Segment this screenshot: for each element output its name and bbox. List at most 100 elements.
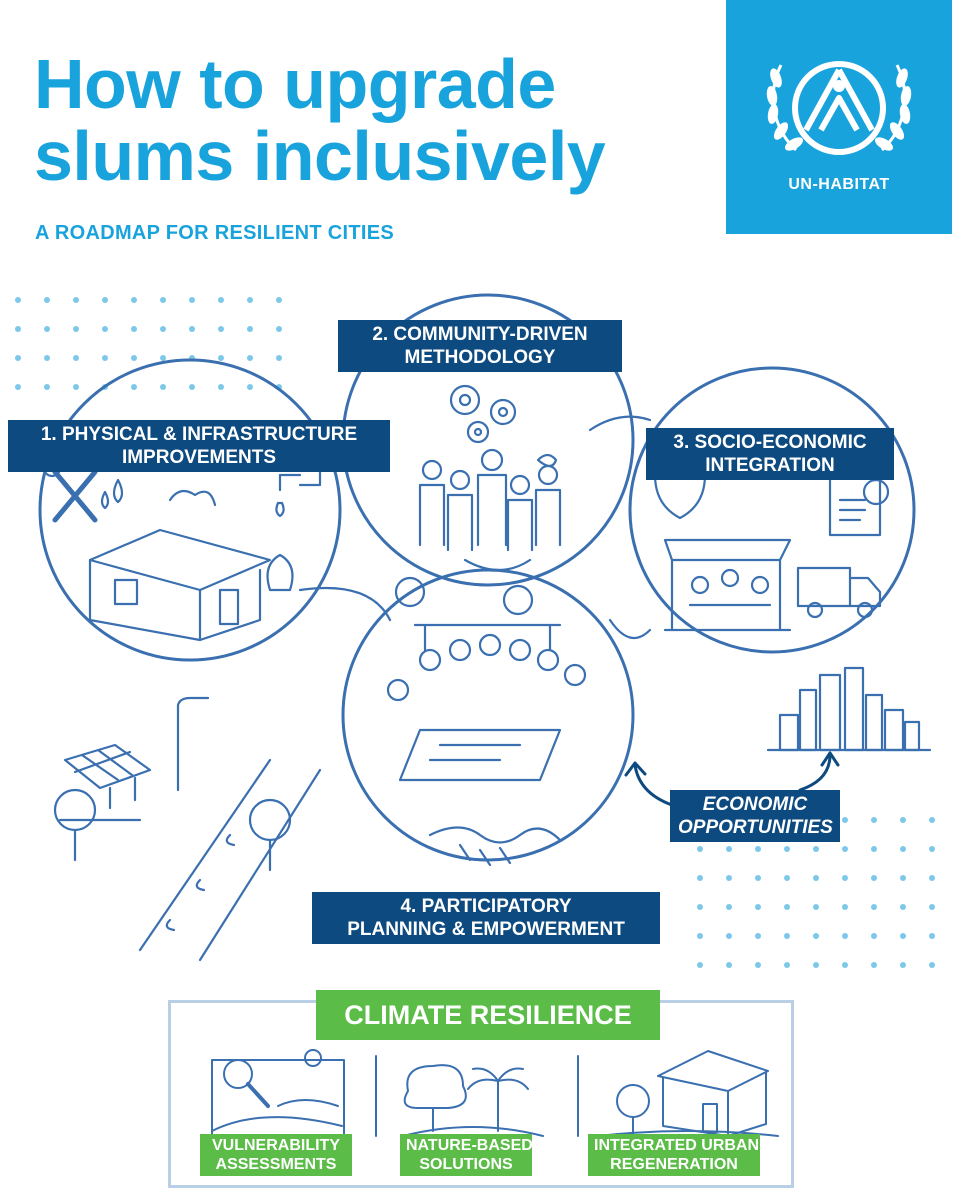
house-icon bbox=[88, 489, 294, 642]
climate-resilience-title: CLIMATE RESILIENCE bbox=[316, 990, 660, 1040]
decorative-dot bbox=[189, 384, 195, 390]
decorative-dot bbox=[929, 933, 935, 939]
step-label-community: 2. COMMUNITY-DRIVEN METHODOLOGY bbox=[338, 320, 622, 372]
decorative-dot bbox=[842, 817, 848, 823]
decorative-dot bbox=[697, 904, 703, 910]
decorative-dot bbox=[755, 875, 761, 881]
title-line-2: slums inclusively bbox=[34, 117, 606, 195]
people-group-icon bbox=[418, 448, 562, 552]
climate-item-line: SOLUTIONS bbox=[419, 1156, 513, 1173]
decorative-dot bbox=[160, 326, 166, 332]
decorative-dot bbox=[160, 384, 166, 390]
decorative-dot bbox=[726, 875, 732, 881]
decorative-dot bbox=[15, 326, 21, 332]
economic-opportunities-label: ECONOMIC OPPORTUNITIES bbox=[670, 790, 840, 842]
decorative-dot bbox=[102, 297, 108, 303]
decorative-dot bbox=[247, 355, 253, 361]
magnifier-landscape-icon bbox=[211, 1049, 345, 1137]
climate-item-line: INTEGRATED URBAN bbox=[594, 1137, 760, 1154]
logo-text: UN-HABITAT bbox=[788, 176, 890, 193]
title-line-1: How to upgrade bbox=[34, 45, 556, 123]
climate-icons bbox=[211, 1049, 779, 1137]
faucet-icon bbox=[275, 463, 322, 518]
decorative-dot bbox=[900, 817, 906, 823]
decorative-dot bbox=[900, 933, 906, 939]
decorative-dot bbox=[131, 384, 137, 390]
climate-item-nature-based: NATURE-BASED SOLUTIONS bbox=[400, 1134, 533, 1176]
decorative-dot bbox=[755, 933, 761, 939]
step-label-line: PLANNING & EMPOWERMENT bbox=[347, 919, 625, 940]
decorative-dot bbox=[871, 933, 877, 939]
decorative-dot bbox=[871, 875, 877, 881]
decorative-dot bbox=[131, 326, 137, 332]
decorative-dot bbox=[784, 904, 790, 910]
economic-label-line: OPPORTUNITIES bbox=[678, 817, 833, 838]
decorative-dot bbox=[726, 962, 732, 968]
decorative-dot bbox=[189, 326, 195, 332]
decorative-dot bbox=[813, 933, 819, 939]
decorative-dot bbox=[813, 962, 819, 968]
climate-item-vulnerability: VULNERABILITY ASSESSMENTS bbox=[200, 1134, 352, 1176]
decorative-dot bbox=[276, 297, 282, 303]
market-stall-icon bbox=[663, 538, 792, 632]
certificate-icon bbox=[828, 473, 890, 537]
decorative-dot bbox=[871, 846, 877, 852]
decorative-dot bbox=[697, 846, 703, 852]
street-lamp-icon bbox=[176, 696, 210, 792]
decorative-dot bbox=[73, 326, 79, 332]
connector-path bbox=[463, 558, 532, 571]
un-habitat-emblem-icon bbox=[766, 61, 912, 155]
decorative-dot bbox=[900, 875, 906, 881]
roadmap-diagram bbox=[15, 293, 935, 968]
decorative-dot bbox=[15, 355, 21, 361]
climate-item-line: ASSESSMENTS bbox=[215, 1156, 337, 1173]
decorative-dot bbox=[697, 875, 703, 881]
decorative-dot bbox=[929, 875, 935, 881]
step-label-line: 4. PARTICIPATORY bbox=[400, 896, 572, 917]
decorative-dot bbox=[929, 846, 935, 852]
decorative-dot bbox=[160, 297, 166, 303]
tree-palm-icon bbox=[402, 1064, 544, 1137]
decorative-dot bbox=[247, 297, 253, 303]
decorative-dot bbox=[726, 846, 732, 852]
gears-icon bbox=[449, 384, 517, 444]
decorative-dot bbox=[755, 962, 761, 968]
decorative-dot bbox=[755, 846, 761, 852]
step-label-line: 1. PHYSICAL & INFRASTRUCTURE bbox=[40, 424, 358, 445]
decorative-dot bbox=[44, 297, 50, 303]
decorative-dot bbox=[44, 326, 50, 332]
decorative-dot bbox=[102, 326, 108, 332]
connector-path bbox=[588, 415, 652, 432]
decorative-dot bbox=[131, 297, 137, 303]
decorative-dot bbox=[842, 962, 848, 968]
step-label-line: 3. SOCIO-ECONOMIC bbox=[673, 432, 867, 453]
connector-path bbox=[608, 618, 652, 640]
decorative-dot bbox=[276, 326, 282, 332]
decorative-dot bbox=[755, 904, 761, 910]
decorative-dot bbox=[929, 962, 935, 968]
people-group-icon bbox=[386, 623, 587, 782]
climate-item-urban-regeneration: INTEGRATED URBAN REGENERATION bbox=[588, 1134, 760, 1176]
decorative-dot bbox=[871, 817, 877, 823]
decorative-dot bbox=[929, 817, 935, 823]
decorative-dot bbox=[697, 962, 703, 968]
decorative-dot bbox=[44, 355, 50, 361]
un-habitat-logo: UN-HABITAT bbox=[726, 0, 952, 234]
decorative-dot bbox=[842, 933, 848, 939]
decorative-dot bbox=[871, 904, 877, 910]
decorative-dot bbox=[218, 297, 224, 303]
decorative-dot bbox=[247, 384, 253, 390]
circle-physical bbox=[38, 358, 342, 662]
tree-icon bbox=[53, 788, 292, 872]
decorative-dot bbox=[15, 297, 21, 303]
circle-socio-economic bbox=[628, 366, 916, 654]
decorative-dot bbox=[784, 846, 790, 852]
decorative-dot bbox=[842, 875, 848, 881]
step-label-line: 2. COMMUNITY-DRIVEN bbox=[372, 324, 588, 345]
decorative-dot bbox=[784, 933, 790, 939]
dot-pattern-top-left bbox=[15, 297, 282, 390]
decorative-dot bbox=[218, 384, 224, 390]
decorative-dot bbox=[131, 355, 137, 361]
decorative-dot bbox=[726, 904, 732, 910]
circle-participatory bbox=[341, 568, 635, 862]
